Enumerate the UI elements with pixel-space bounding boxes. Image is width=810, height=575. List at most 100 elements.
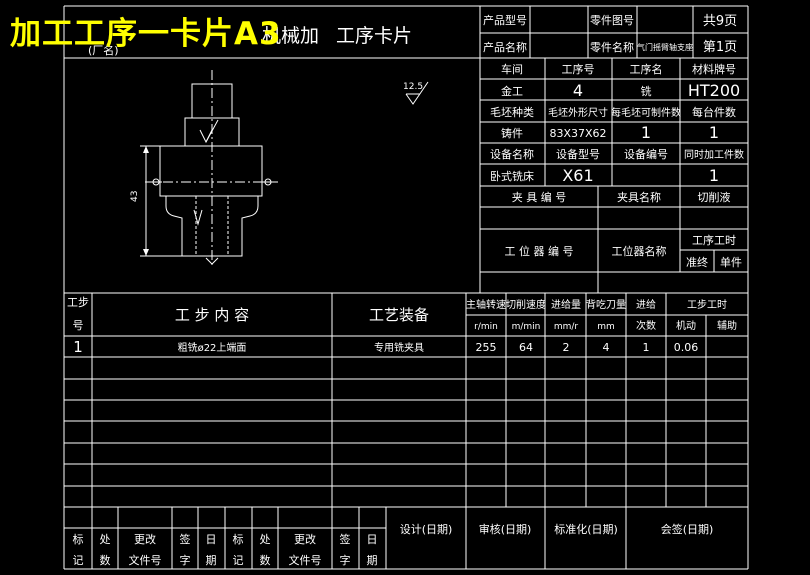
step-row-spindle: 255 [476,341,497,354]
footer-mark-3: 标 [233,532,244,546]
station-no-label: 工 位 器 编 号 [505,244,574,258]
equip-no-label: 设备编号 [624,147,668,161]
equip-name-value: 卧式铣床 [490,169,534,183]
prep-time-label: 准终 [686,255,708,269]
footer-date-4: 期 [367,554,378,567]
workshop-label: 车间 [501,62,523,76]
footer-place-1: 处 [100,533,111,546]
passes-label-2: 次数 [636,319,656,332]
footer-place-2: 数 [100,554,111,567]
footer-sign-2: 字 [180,553,191,567]
equip-model-value: X61 [562,166,593,185]
step-row-depth: 4 [603,341,610,354]
footer-date-3: 日 [367,533,378,546]
part-drawing [140,70,429,268]
coolant-label: 切削液 [698,190,731,204]
dimension-43-label: 43 [130,191,140,202]
process-no-label: 工序号 [562,62,595,76]
step-row-equip: 专用铣夹具 [374,341,424,354]
header-grid-lines [64,6,748,59]
footer-sign-1: 签 [180,532,191,546]
per-unit-value: 1 [709,123,719,142]
footer-place-3: 处 [260,533,271,546]
process-name-label: 工序名 [630,62,663,76]
equip-model-label: 设备型号 [556,147,600,161]
simul-label: 同时加工件数 [684,148,744,161]
footer-mark-1: 标 [73,532,84,546]
cut-depth-label: 背吃刀量 [586,298,626,311]
footer-design: 设计(日期) [400,523,453,536]
per-blank-label: 每毛坯可制件数 [611,106,681,119]
cut-depth-unit: mm [597,322,615,332]
process-name-value: 铣 [641,84,652,98]
blank-size-value: 83X37X62 [549,127,606,140]
material-value: HT200 [688,81,740,100]
station-name-label: 工位器名称 [612,244,667,258]
cutting-speed-label: 切削速度 [506,298,546,311]
workshop-value: 金工 [501,84,523,98]
step-no-label-1: 工步 [67,296,89,309]
spindle-speed-unit: r/min [474,322,498,332]
factory-name: (厂名) [88,43,119,57]
step-row-passes: 1 [643,341,650,354]
footer-change-doc-3: 更改 [294,532,316,546]
fixture-name-label: 夹具名称 [617,190,661,204]
card-title-fragment: 机械加 [262,25,319,47]
step-hours-label: 工步工时 [687,299,727,311]
footer-grid-lines [64,507,627,569]
steps-grid-lines [64,292,748,508]
page-number: 第1页 [703,40,737,55]
part-name-value: 气门摇臂轴支座 [637,42,693,52]
unit-time-label: 单件 [720,256,742,269]
footer-standard: 标准化(日期) [554,522,618,536]
footer-sign-4: 字 [340,553,351,567]
step-row-content: 粗铣ø22上端面 [178,341,247,354]
process-hours-label: 工序工时 [692,233,736,247]
product-name-label: 产品名称 [483,40,527,54]
process-grid-lines [479,58,748,293]
fixture-no-label: 夹 具 编 号 [512,190,567,204]
step-no-label-2: 号 [73,319,84,332]
per-blank-value: 1 [641,123,651,142]
part-drawing-label: 零件图号 [590,14,634,27]
footer-review: 审核(日期) [479,522,532,536]
feed-label: 进给量 [551,298,581,311]
overlay-title: 加工工序一卡片A3 [10,16,282,52]
process-no-value: 4 [573,81,583,100]
total-pages: 共9页 [703,14,737,29]
footer-change-doc-1: 更改 [134,532,156,546]
blank-type-value: 铸件 [501,126,523,140]
process-equip-label: 工艺装备 [369,306,429,324]
cutting-speed-unit: m/min [512,322,541,332]
footer-sign-3: 签 [340,532,351,546]
footer-date-2: 期 [206,554,217,567]
feed-unit: mm/r [554,322,579,332]
footer-change-doc-4: 文件号 [289,553,322,567]
card-title-suffix: 工序卡片 [336,25,412,47]
footer-change-doc-2: 文件号 [129,553,162,567]
step-row-machine: 0.06 [674,341,699,354]
table-row: 1 粗铣ø22上端面 专用铣夹具 255 64 2 4 1 0.06 [73,338,698,356]
footer-mark-4: 记 [233,554,244,567]
roughness-label: 12.5 [403,82,423,92]
blank-size-label: 毛坯外形尺寸 [548,106,608,119]
aux-time-label: 辅助 [717,319,737,332]
footer-mark-2: 记 [73,554,84,567]
step-row-feed: 2 [563,341,570,354]
footer-place-4: 数 [260,554,271,567]
blank-type-label: 毛坯种类 [490,105,534,119]
equip-name-label: 设备名称 [490,147,534,161]
part-name-label: 零件名称 [590,40,634,54]
step-row-no: 1 [73,338,83,356]
simul-value: 1 [709,166,719,185]
product-model-label: 产品型号 [483,13,527,27]
step-content-label: 工 步 内 容 [175,306,249,324]
footer-date-1: 日 [206,533,217,546]
passes-label-1: 进给 [636,298,656,311]
material-label: 材料牌号 [692,62,736,76]
spindle-speed-label: 主轴转速 [466,298,506,311]
per-unit-label: 每台件数 [692,105,736,119]
footer-countersign: 会签(日期) [661,522,714,536]
machine-time-label: 机动 [676,319,696,332]
